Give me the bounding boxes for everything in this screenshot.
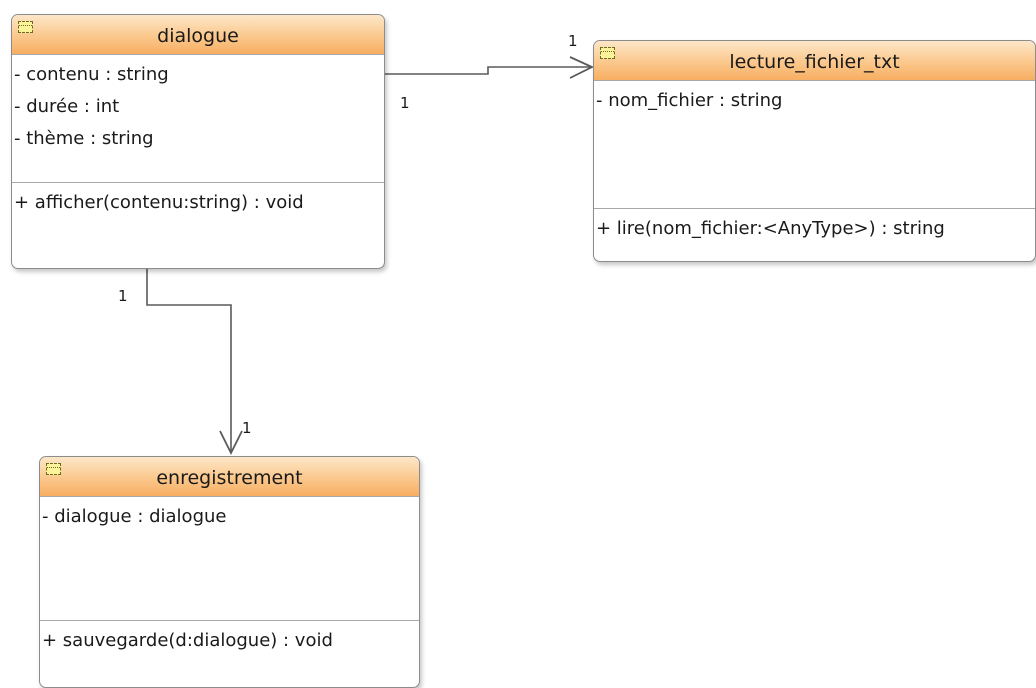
attributes-compartment: - contenu : string - durée : int - thème…	[12, 55, 384, 183]
class-header: dialogue	[12, 15, 384, 55]
arrowhead-lecture	[569, 56, 595, 79]
operations-compartment: + lire(nom_fichier:<AnyType>) : string	[594, 209, 1035, 245]
class-name: lecture_fichier_txt	[729, 51, 900, 73]
attribute: - thème : string	[14, 128, 154, 149]
attribute: - dialogue : dialogue	[42, 506, 227, 527]
operations-compartment: + afficher(contenu:string) : void	[12, 183, 384, 219]
association-dialogue-lecture	[384, 56, 595, 79]
operation: + sauvegarde(d:dialogue) : void	[42, 630, 333, 651]
multiplicity-lecture-target: 1	[568, 32, 578, 50]
association-dialogue-enregistrement	[146, 268, 243, 456]
class-icon	[18, 21, 33, 33]
class-icon	[600, 47, 615, 59]
multiplicity-dialogue-source-right: 1	[400, 94, 410, 112]
class-name: enregistrement	[156, 467, 303, 489]
class-dialogue[interactable]: dialogue - contenu : string - durée : in…	[11, 14, 385, 269]
class-enregistrement[interactable]: enregistrement - dialogue : dialogue + s…	[39, 456, 420, 688]
operations-compartment: + sauvegarde(d:dialogue) : void	[40, 621, 419, 657]
multiplicity-dialogue-source-bottom: 1	[118, 287, 128, 305]
class-lecture-fichier-txt[interactable]: lecture_fichier_txt - nom_fichier : stri…	[593, 40, 1036, 262]
attribute: - durée : int	[14, 96, 120, 117]
class-name: dialogue	[157, 25, 239, 47]
class-icon	[46, 463, 61, 475]
multiplicity-enregistrement-target: 1	[242, 419, 252, 437]
operation: + lire(nom_fichier:<AnyType>) : string	[596, 218, 945, 239]
attribute: - contenu : string	[14, 64, 169, 85]
operation: + afficher(contenu:string) : void	[14, 192, 304, 213]
attributes-compartment: - dialogue : dialogue	[40, 497, 419, 621]
attribute: - nom_fichier : string	[596, 90, 783, 111]
class-header: enregistrement	[40, 457, 419, 497]
arrowhead-enregistrement	[219, 430, 243, 456]
class-header: lecture_fichier_txt	[594, 41, 1035, 81]
attributes-compartment: - nom_fichier : string	[594, 81, 1035, 209]
